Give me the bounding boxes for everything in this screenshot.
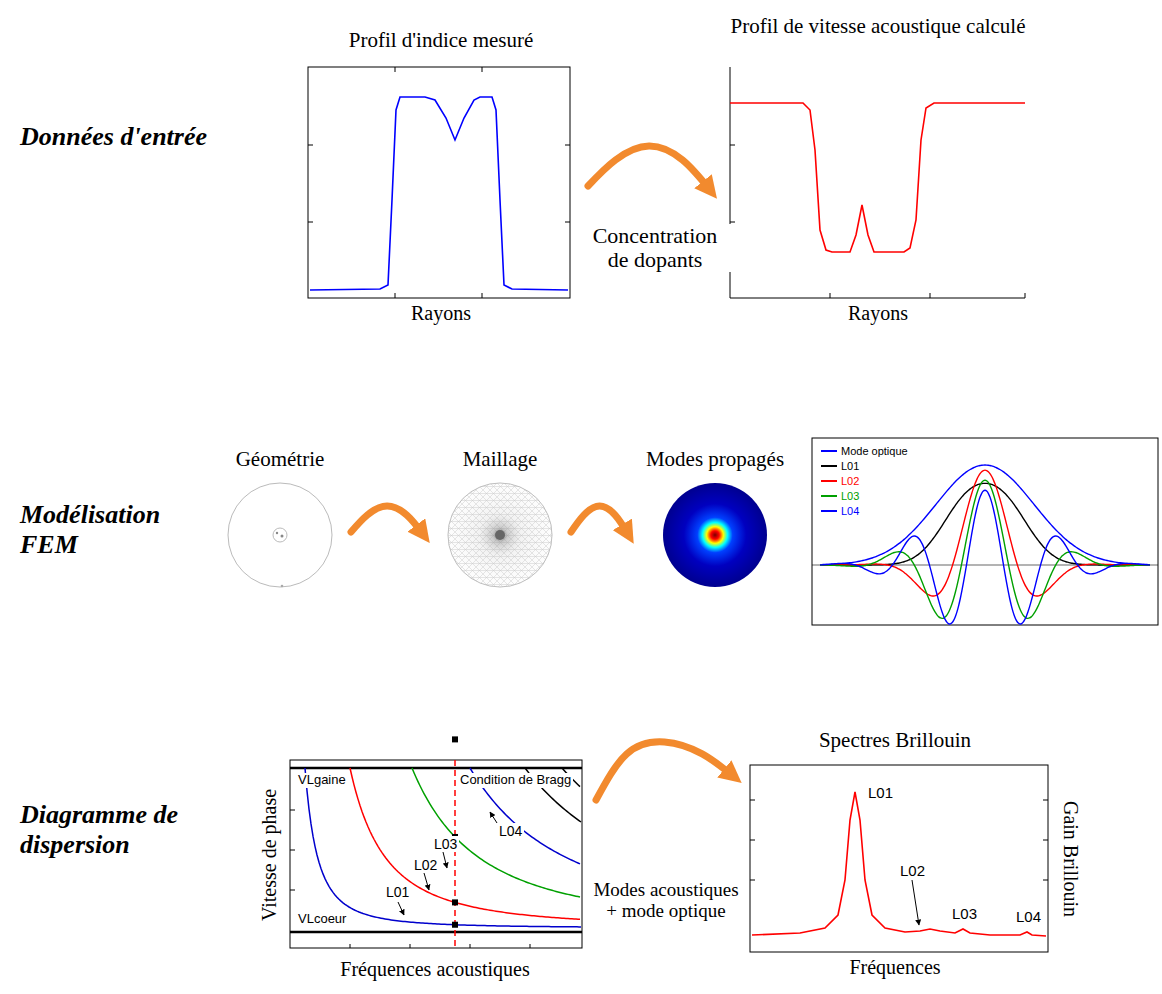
- legend-text: L01: [841, 460, 859, 472]
- dispersion-curve: [412, 768, 580, 897]
- geometry-circle: [228, 483, 332, 587]
- bragg-point: [452, 899, 458, 905]
- edge-label: Concentration de dopants: [578, 224, 732, 272]
- legend-line-sample: [821, 507, 837, 515]
- mode-legend: Mode optiqueL01L02L03L04: [818, 442, 911, 519]
- dispersion-curve: [350, 768, 580, 919]
- profile-panel: Profil de vitesse acoustique calculéRayo…: [722, 10, 1034, 332]
- plot-annotation: VLgaine: [296, 773, 348, 788]
- axis-label: Rayons: [848, 302, 908, 325]
- legend-line-sample: [821, 492, 837, 500]
- legend-line-sample: [821, 462, 837, 470]
- legend-row: L03: [821, 488, 908, 503]
- curved-arrow: [588, 146, 710, 190]
- legend-text: L03: [841, 490, 859, 502]
- curved-arrow: [571, 506, 628, 534]
- row-heading: Diagramme de dispersion: [18, 800, 232, 860]
- axis-label: Gain Brillouin: [1059, 801, 1082, 917]
- curved-arrow: [596, 742, 733, 800]
- row-heading: Modélisation FEM: [18, 500, 192, 560]
- axis-label: Rayons: [411, 302, 471, 325]
- legend-line-sample: [821, 477, 837, 485]
- plot-annotation: L02: [412, 857, 439, 873]
- legend-text: Mode optique: [841, 445, 908, 457]
- panel-title: Profil d'indice mesuré: [349, 28, 534, 52]
- fem-step: Géométrie: [215, 445, 345, 595]
- plot-annotation: L01: [866, 784, 895, 801]
- legend-line-sample: [821, 447, 837, 455]
- profile-panel: Profil d'indice mesuréRayons: [300, 14, 582, 332]
- plot-annotation: L03: [950, 905, 979, 922]
- panel-title: Spectres Brillouin: [819, 728, 971, 752]
- panel-title: Vitesse de phase: [258, 789, 281, 921]
- edge-label: Modes acoustiques + mode optique: [585, 880, 747, 922]
- legend-row: L02: [821, 473, 908, 488]
- row-heading: Données d'entrée: [18, 122, 209, 152]
- dispersion-plot: [290, 736, 582, 948]
- velocity-profile-plot: [730, 67, 1025, 298]
- plot-annotation: L01: [384, 884, 411, 900]
- mesh-circle: [448, 483, 552, 587]
- panel-title: Maillage: [463, 447, 538, 471]
- panel-title: Modes propagés: [646, 447, 784, 471]
- bragg-point: [452, 922, 458, 928]
- plot-annotation: Condition de Bragg: [458, 773, 573, 788]
- axis-label: Fréquences: [849, 956, 940, 979]
- propagated-mode-circle: [663, 483, 767, 587]
- dispersion-curve: [305, 768, 581, 927]
- legend-row: Mode optique: [821, 443, 908, 458]
- legend-row: L04: [821, 503, 908, 518]
- legend-text: L04: [841, 505, 859, 517]
- curved-arrow: [351, 506, 423, 534]
- bragg-point: [452, 736, 458, 742]
- plot-annotation: L04: [1014, 908, 1043, 925]
- panel-title: Géométrie: [236, 447, 325, 471]
- legend-row: L01: [821, 458, 908, 473]
- mode-profile-plot: [812, 438, 1158, 625]
- axis-label: Fréquences acoustiques: [340, 958, 529, 981]
- fem-step: Maillage: [435, 445, 565, 595]
- brillouin-spectrum-plot: [750, 765, 1048, 952]
- legend-text: L02: [841, 475, 859, 487]
- plot-panel: Spectres BrillouinGain BrillouinFréquenc…: [745, 724, 1090, 986]
- plot-annotation: L03: [432, 836, 459, 852]
- plot-annotation: L02: [898, 862, 927, 879]
- plot-annotation: L04: [497, 823, 524, 839]
- index-profile-plot: [308, 67, 570, 298]
- plot-annotation: VLcoeur: [296, 912, 348, 927]
- fem-step: Modes propagés: [640, 445, 790, 595]
- panel-title: Profil de vitesse acoustique calculé: [730, 14, 1025, 38]
